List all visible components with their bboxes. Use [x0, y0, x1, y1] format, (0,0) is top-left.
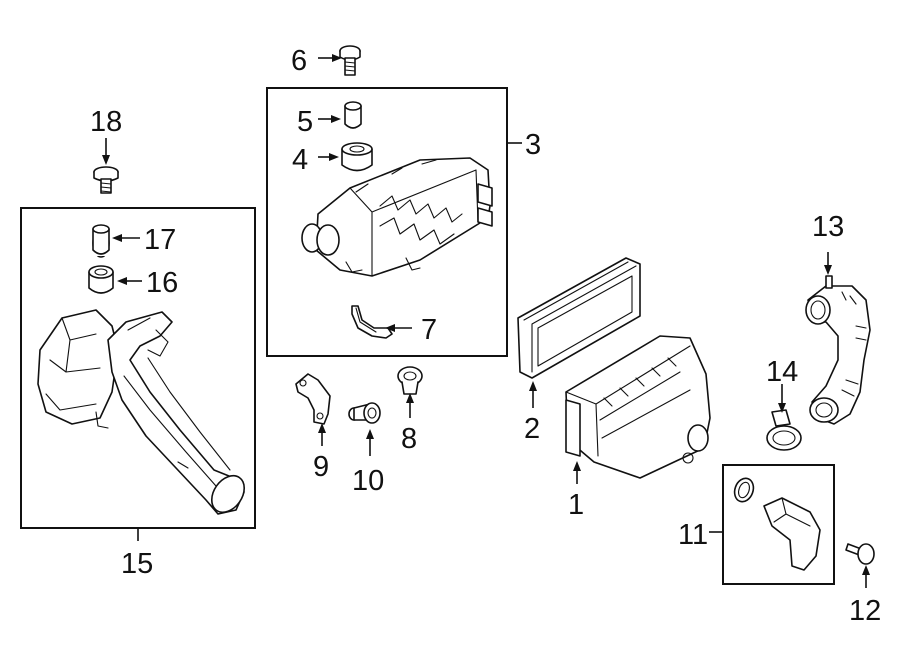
callout-12: 12 — [849, 595, 881, 627]
callout-13: 13 — [812, 211, 844, 243]
callout-6: 6 — [291, 45, 307, 77]
group-box-3 — [266, 87, 508, 357]
part-9-bracket — [295, 373, 331, 425]
part-3-air-cleaner-cover — [301, 157, 493, 277]
part-2-air-filter — [517, 257, 641, 379]
part-1-air-cleaner-body — [565, 335, 711, 479]
callout-9: 9 — [313, 451, 329, 483]
callout-1: 1 — [568, 489, 584, 521]
part-16-grommet — [88, 265, 114, 294]
callout-7: 7 — [421, 314, 437, 346]
callout-leaders — [102, 54, 870, 588]
callout-16: 16 — [146, 267, 178, 299]
callout-2: 2 — [524, 413, 540, 445]
callout-17: 17 — [144, 224, 176, 256]
part-14-clamp — [766, 409, 802, 451]
group-box-11 — [722, 464, 835, 585]
callout-3: 3 — [525, 129, 541, 161]
part-5-bushing — [344, 101, 362, 129]
part-10-stud — [348, 402, 381, 424]
part-17-bushing — [92, 224, 110, 258]
callout-15: 15 — [121, 548, 153, 580]
part-18-bolt — [93, 166, 119, 194]
part-4-grommet — [341, 142, 373, 172]
part-8-grommet — [397, 366, 423, 395]
callout-10: 10 — [352, 465, 384, 497]
callout-18: 18 — [90, 106, 122, 138]
callout-labels: 6 5 4 3 7 8 9 10 2 1 13 14 11 12 15 16 1… — [90, 45, 881, 627]
callout-11: 11 — [678, 519, 708, 551]
part-15-inlet-duct — [37, 309, 246, 515]
part-13-outlet-hose — [805, 275, 871, 425]
part-7-hose — [351, 305, 393, 339]
callout-8: 8 — [401, 423, 417, 455]
part-6-bolt — [339, 45, 361, 76]
part-11-maf-sensor — [733, 477, 821, 571]
callout-5: 5 — [297, 106, 313, 138]
callout-4: 4 — [292, 144, 308, 176]
callout-14: 14 — [766, 356, 798, 388]
part-12-screw — [845, 543, 875, 565]
